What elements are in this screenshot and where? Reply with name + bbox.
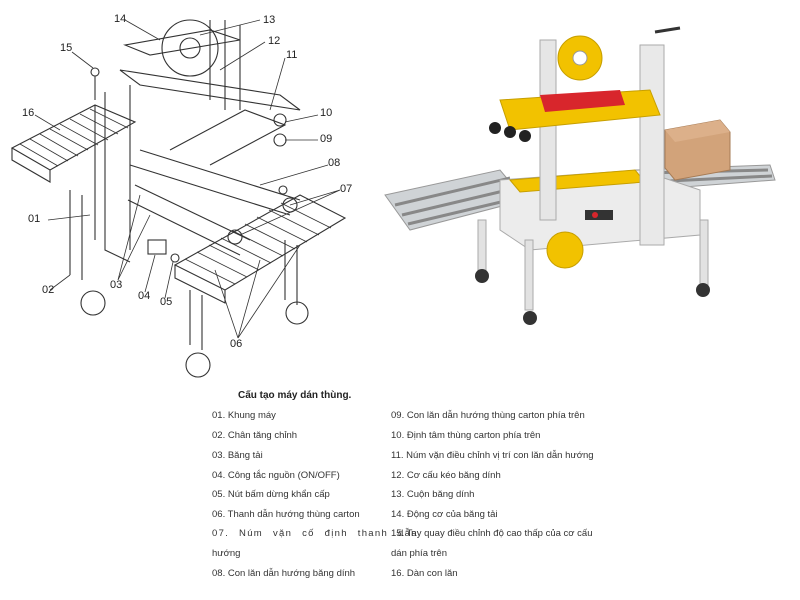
callout-13: 13	[263, 14, 275, 26]
callout-09: 09	[320, 133, 332, 145]
legend-item-01: 01. Khung máy	[212, 410, 276, 421]
callout-02: 02	[42, 284, 54, 296]
legend-item-11: 11. Núm vặn điều chỉnh vị trí con lăn dẫ…	[391, 450, 594, 461]
legend-item-08: 08. Con lăn dẫn hướng băng dính	[212, 568, 356, 579]
callout-15: 15	[60, 42, 72, 54]
callout-01: 01	[28, 213, 40, 225]
legend-item-05: 05. Nút bấm dừng khẩn cấp	[212, 489, 330, 500]
callout-11: 11	[286, 49, 297, 61]
legend-item-10: 10. Định tâm thùng carton phía trên	[391, 430, 541, 441]
legend-item-15-cont: dán phía trên	[391, 548, 447, 559]
callout-06: 06	[230, 338, 242, 350]
legend-item-07: 07. Núm vặn cố định thanh dẫn	[212, 528, 418, 539]
callout-12: 12	[268, 35, 280, 47]
legend-item-13: 13. Cuộn băng dính	[391, 489, 475, 500]
legend-item-15: 15. Tay quay điều chỉnh độ cao thấp của …	[391, 528, 593, 539]
machine-photo	[384, 26, 776, 325]
legend-title: Cấu tạo máy dán thùng.	[238, 390, 352, 401]
callout-08: 08	[328, 157, 340, 169]
callout-14: 14	[114, 13, 126, 25]
callout-03: 03	[110, 279, 122, 291]
legend-item-02: 02. Chân tăng chỉnh	[212, 430, 298, 441]
legend-item-04: 04. Công tắc nguồn (ON/OFF)	[212, 470, 340, 481]
callout-05: 05	[160, 296, 172, 308]
callout-10: 10	[320, 107, 332, 119]
callout-16: 16	[22, 107, 34, 119]
machine-line-drawing: 14 13 15 12 11 16 10 09 08 07 01 02 03 0…	[10, 13, 352, 378]
legend-item-09: 09. Con lăn dẫn hướng thùng carton phía …	[391, 410, 585, 421]
legend-item-12: 12. Cơ cấu kéo băng dính	[391, 470, 501, 481]
legend-item-06: 06. Thanh dẫn hướng thùng carton	[212, 509, 360, 520]
callout-04: 04	[138, 290, 150, 302]
legend-item-03: 03. Băng tải	[212, 450, 263, 461]
legend-item-14: 14. Động cơ của băng tải	[391, 509, 498, 520]
callout-07: 07	[340, 183, 352, 195]
legend-item-16: 16. Dàn con lăn	[391, 568, 458, 579]
legend-item-07-cont: hướng	[212, 548, 241, 559]
